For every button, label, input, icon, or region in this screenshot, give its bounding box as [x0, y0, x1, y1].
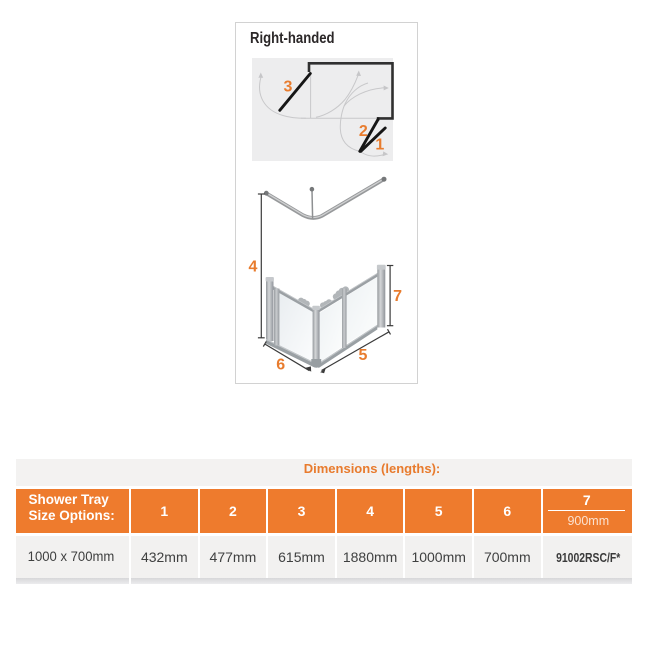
svg-text:3: 3 — [284, 79, 293, 96]
svg-text:5: 5 — [359, 347, 368, 364]
svg-text:6: 6 — [276, 357, 285, 374]
svg-text:2: 2 — [359, 123, 368, 140]
svg-text:4: 4 — [248, 259, 257, 276]
svg-text:7: 7 — [393, 288, 402, 305]
svg-text:1: 1 — [375, 137, 384, 154]
